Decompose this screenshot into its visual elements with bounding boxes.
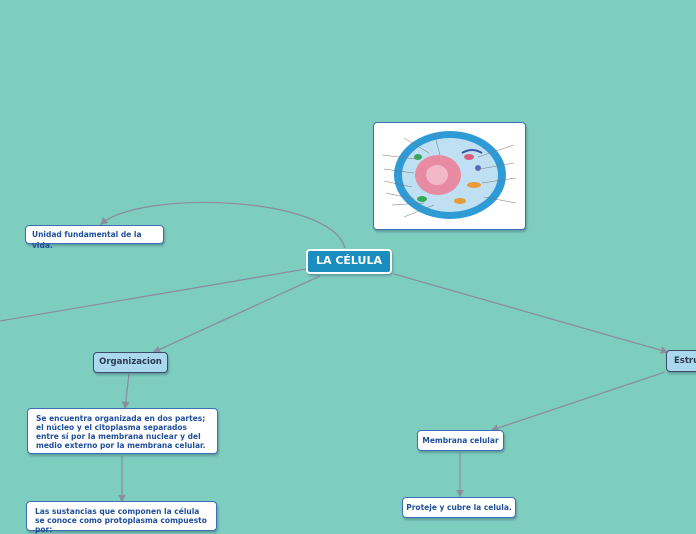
topic-estructura[interactable]: Estru (666, 350, 696, 372)
connector-membrana (490, 371, 666, 432)
topic-membrana-label: Membrana celular (422, 436, 499, 445)
connector-layer (0, 201, 669, 503)
topic-organizacion-desc-label: Se encuentra organizada en dos partes; e… (36, 414, 206, 450)
topic-organizacion[interactable]: Organizacion (93, 352, 168, 373)
connector-organizacion-desc (121, 373, 130, 410)
topic-sustancias[interactable]: Las sustancias que componen la célula se… (26, 501, 217, 534)
topic-organizacion-label: Organizacion (99, 357, 162, 367)
center-label: LA CÉLULA (315, 254, 382, 267)
center-node[interactable]: LA CÉLULA (306, 249, 392, 274)
topic-unidad-label: Unidad fundamental de la vida. (32, 230, 142, 250)
connector-left-offscreen (0, 268, 307, 322)
cell-diagram-image (381, 131, 517, 219)
connector-unidad (99, 201, 346, 249)
topic-sustancias-label: Las sustancias que componen la célula se… (35, 507, 207, 534)
connector-estructura (393, 273, 669, 355)
cell-image-node[interactable] (373, 122, 526, 230)
connector-organizacion (152, 275, 321, 353)
topic-estructura-label: Estru (674, 356, 696, 366)
topic-organizacion-desc[interactable]: Se encuentra organizada en dos partes; e… (27, 408, 218, 454)
topic-unidad[interactable]: Unidad fundamental de la vida. (25, 225, 164, 250)
topic-protege-label: Proteje y cubre la celula. (406, 503, 512, 512)
topic-protege[interactable]: Proteje y cubre la celula. (402, 497, 516, 518)
topic-membrana[interactable]: Membrana celular (417, 430, 504, 451)
